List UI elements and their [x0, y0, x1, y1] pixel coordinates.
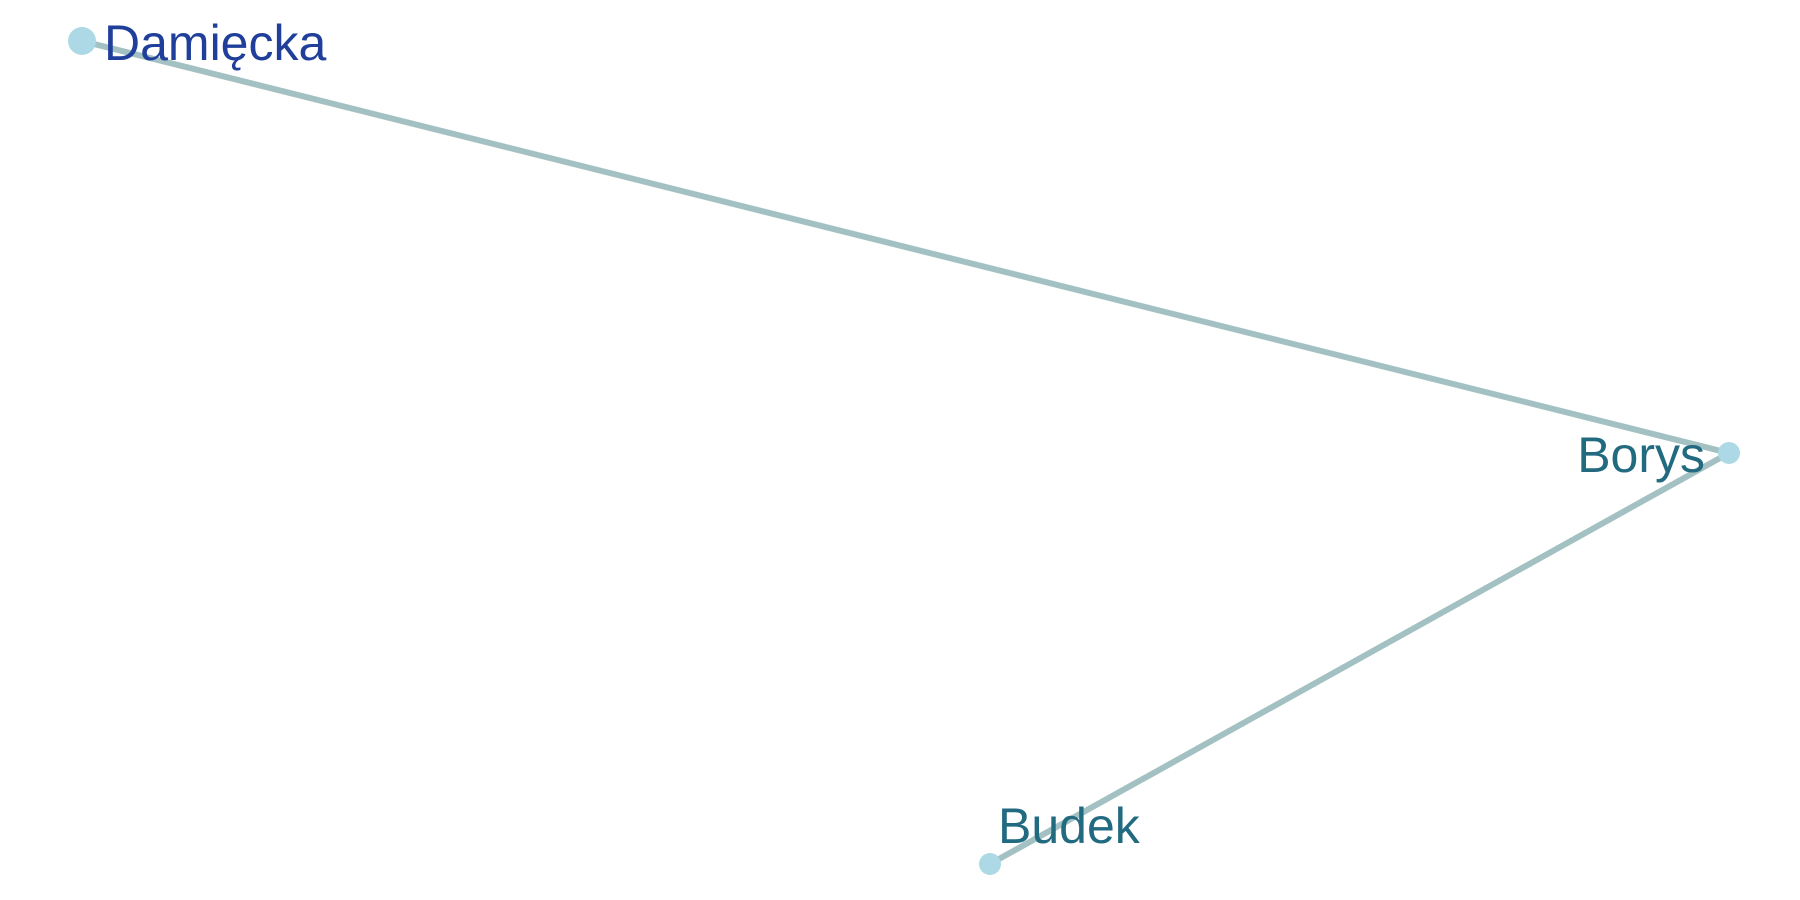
edge-damiecka-borys — [79, 38, 1732, 456]
node-budek[interactable]: Budek — [979, 798, 1141, 875]
nodes-layer: Damięcka Borys Budek — [68, 15, 1740, 875]
node-damiecka[interactable]: Damięcka — [68, 15, 326, 71]
edges-layer — [79, 38, 1732, 867]
node-budek-dot[interactable] — [979, 853, 1001, 875]
node-borys-label: Borys — [1577, 427, 1705, 483]
node-budek-label: Budek — [998, 798, 1141, 854]
node-borys-dot[interactable] — [1718, 442, 1740, 464]
node-damiecka-dot[interactable] — [68, 27, 96, 55]
node-borys[interactable]: Borys — [1577, 427, 1740, 483]
edge-borys-budek — [987, 450, 1732, 867]
node-damiecka-label: Damięcka — [104, 15, 326, 71]
